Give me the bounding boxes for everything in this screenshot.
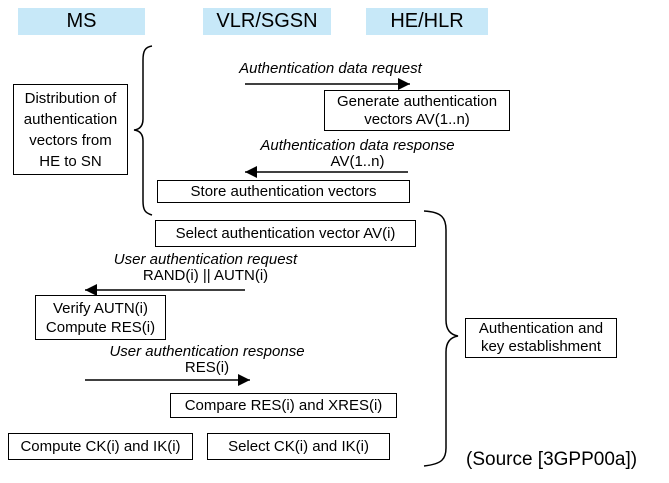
compare-res-box: Compare RES(i) and XRES(i): [170, 393, 397, 418]
distribution-phase-line: authentication: [23, 110, 118, 128]
select-vector-box: Select authentication vector AV(i): [155, 220, 416, 247]
lifeline-label-vlr-sgsn: VLR/SGSN: [216, 10, 318, 32]
auth-key-phase-line: key establishment: [480, 338, 602, 355]
user-auth-request-text: User authentication request: [113, 251, 298, 268]
auth-key-phase-box: Authentication and key establishment: [465, 318, 617, 358]
distribution-phase-line: Distribution of: [24, 89, 117, 107]
auth-data-request-label: Authentication data request: [228, 61, 433, 77]
lifeline-label-he-hlr: HE/HLR: [390, 10, 464, 32]
lifeline-header-he-hlr: HE/HLR: [366, 8, 488, 35]
distribution-phase-line: vectors from: [29, 131, 112, 149]
lifeline-header-vlr-sgsn: VLR/SGSN: [203, 8, 331, 35]
generate-vectors-box: Generate authentication vectors AV(1..n): [324, 90, 510, 131]
lifeline-label-ms: MS: [66, 10, 97, 32]
user-auth-request-label: User authentication request RAND(i) || A…: [98, 252, 313, 284]
generate-vectors-line: vectors AV(1..n): [364, 110, 470, 128]
auth-data-request-text: Authentication data request: [239, 60, 422, 77]
user-auth-response-label: User authentication response RES(i): [98, 344, 316, 376]
auth-key-phase-line: Authentication and: [478, 320, 604, 337]
distribution-phase-brace: [133, 45, 153, 216]
generate-vectors-line: Generate authentication: [336, 92, 498, 110]
distribution-phase-line: HE to SN: [39, 152, 102, 170]
source-citation: (Source [3GPP00a]): [466, 449, 638, 470]
auth-data-response-label: Authentication data response AV(1..n): [250, 138, 465, 170]
distribution-phase-box: Distribution of authentication vectors f…: [13, 84, 128, 175]
select-vector-text: Select authentication vector AV(i): [175, 224, 396, 242]
user-auth-response-text: User authentication response: [109, 343, 305, 360]
auth-key-phase-brace: [423, 210, 459, 467]
auth-data-response-text: Authentication data response: [260, 137, 455, 154]
compute-keys-text: Compute CK(i) and IK(i): [20, 437, 181, 455]
select-keys-text: Select CK(i) and IK(i): [228, 437, 369, 455]
verify-autn-box: Verify AUTN(i) Compute RES(i): [35, 295, 166, 340]
verify-autn-line: Compute RES(i): [45, 318, 156, 336]
auth-data-response-param: AV(1..n): [330, 153, 385, 170]
store-vectors-text: Store authentication vectors: [190, 182, 377, 200]
user-auth-response-param: RES(i): [184, 359, 230, 376]
lifeline-header-ms: MS: [18, 8, 145, 35]
store-vectors-box: Store authentication vectors: [157, 180, 410, 203]
compare-res-text: Compare RES(i) and XRES(i): [184, 396, 383, 414]
verify-autn-line: Verify AUTN(i): [52, 299, 148, 317]
select-keys-box: Select CK(i) and IK(i): [207, 433, 390, 460]
compute-keys-box: Compute CK(i) and IK(i): [8, 433, 193, 460]
user-auth-request-param: RAND(i) || AUTN(i): [142, 267, 269, 284]
